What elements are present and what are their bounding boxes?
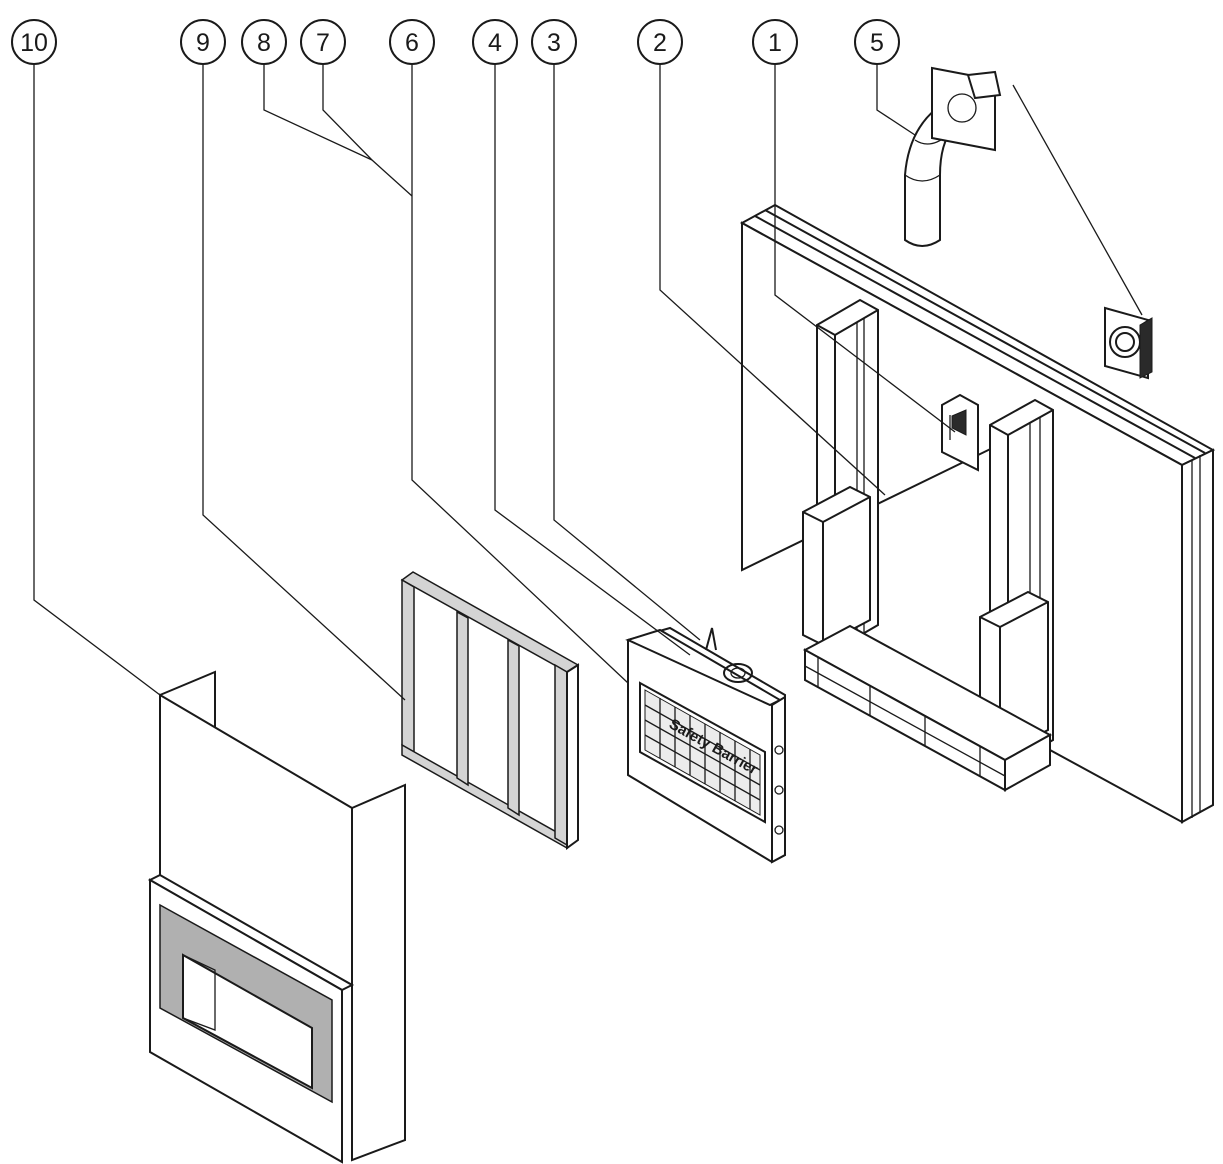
callout-label: 9 [196, 29, 210, 57]
callout-label: 3 [547, 29, 561, 57]
vent-termination-elbow [904, 66, 1002, 247]
callout-label: 5 [870, 29, 884, 57]
callout-10: 10 [11, 19, 57, 65]
vent-cap [1104, 306, 1153, 380]
callout-label: 6 [405, 29, 419, 57]
fireplace-surround [147, 670, 406, 1164]
callout-7: 7 [300, 19, 346, 65]
callout-3: 3 [531, 19, 577, 65]
callout-5: 5 [854, 19, 900, 65]
callout-label: 8 [257, 29, 271, 57]
framing-front-panel [400, 571, 580, 850]
callout-6: 6 [389, 19, 435, 65]
callout-label: 2 [653, 29, 667, 57]
fireplace-insert: Safety Barrier [625, 626, 786, 864]
callout-label: 7 [316, 29, 330, 57]
callout-4: 4 [472, 19, 518, 65]
callout-label: 4 [488, 29, 502, 57]
leader-lines [33, 64, 1143, 701]
safety-barrier-mesh [644, 689, 761, 816]
callout-1: 1 [752, 19, 798, 65]
callout-9: 9 [180, 19, 226, 65]
framing-enclosure [802, 298, 1054, 792]
callout-label: 10 [20, 29, 48, 57]
vent-wall-opening [941, 393, 979, 472]
callout-label: 1 [768, 29, 782, 57]
callout-2: 2 [637, 19, 683, 65]
callout-8: 8 [241, 19, 287, 65]
